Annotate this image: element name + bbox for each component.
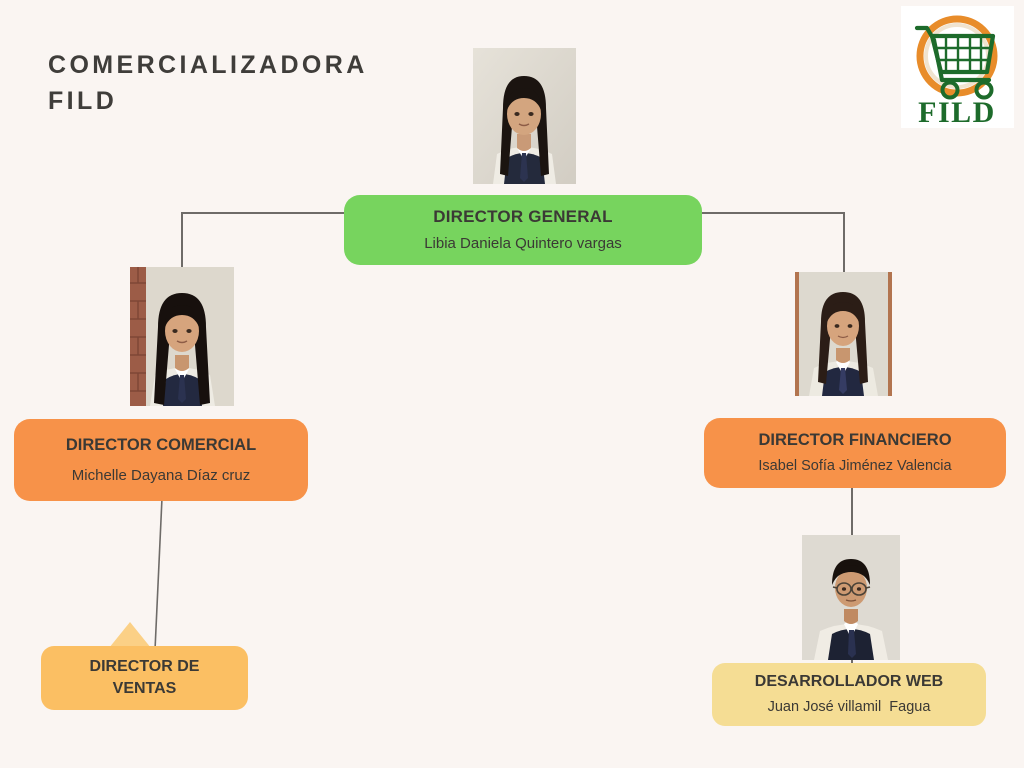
- node-role-label: DIRECTOR DE VENTAS: [89, 657, 200, 697]
- connector-general-to-financiero-horizontal: [701, 212, 844, 214]
- triangle-pointer-icon: [109, 622, 151, 648]
- portrait-director-financiero: [795, 272, 892, 396]
- portrait-director-comercial: [130, 267, 234, 406]
- svg-text:FILD: FILD: [918, 96, 996, 128]
- connector-general-to-financiero-vertical: [843, 212, 845, 273]
- page-title: COMERCIALIZADORA FILD: [48, 51, 368, 115]
- portrait-director-general: [473, 48, 576, 184]
- node-director-de-ventas[interactable]: DIRECTOR DE VENTAS: [41, 646, 248, 710]
- node-desarrollador-web[interactable]: DESARROLLADOR WEB Juan José villamil Fag…: [712, 663, 986, 726]
- node-person-label: Juan José villamil Fagua: [767, 699, 931, 716]
- node-role-label: DIRECTOR GENERAL: [433, 207, 613, 227]
- connector-financiero-to-web-vertical: [851, 487, 853, 537]
- node-role-label: DIRECTOR FINANCIERO: [758, 430, 952, 449]
- node-person-label: Isabel Sofía Jiménez Valencia: [758, 458, 952, 475]
- connector-webphoto-to-web-box: [851, 656, 853, 665]
- node-role-label: DESARROLLADOR WEB: [754, 673, 944, 691]
- connector-comercial-to-ventas: [154, 498, 163, 651]
- node-person-label: Libia Daniela Quintero vargas: [424, 235, 622, 253]
- portrait-desarrollador-web: [802, 535, 900, 660]
- connector-general-to-comercial-vertical: [181, 212, 183, 268]
- node-person-label: Michelle Dayana Díaz cruz: [71, 466, 251, 484]
- node-director-comercial[interactable]: DIRECTOR COMERCIAL Michelle Dayana Díaz …: [14, 419, 308, 501]
- node-director-general[interactable]: DIRECTOR GENERAL Libia Daniela Quintero …: [344, 195, 702, 265]
- node-role-label: DIRECTOR COMERCIAL: [65, 435, 257, 454]
- node-director-financiero[interactable]: DIRECTOR FINANCIERO Isabel Sofía Jiménez…: [704, 418, 1006, 488]
- fild-logo: FILD: [901, 6, 1014, 128]
- connector-general-to-comercial-horizontal: [181, 212, 345, 214]
